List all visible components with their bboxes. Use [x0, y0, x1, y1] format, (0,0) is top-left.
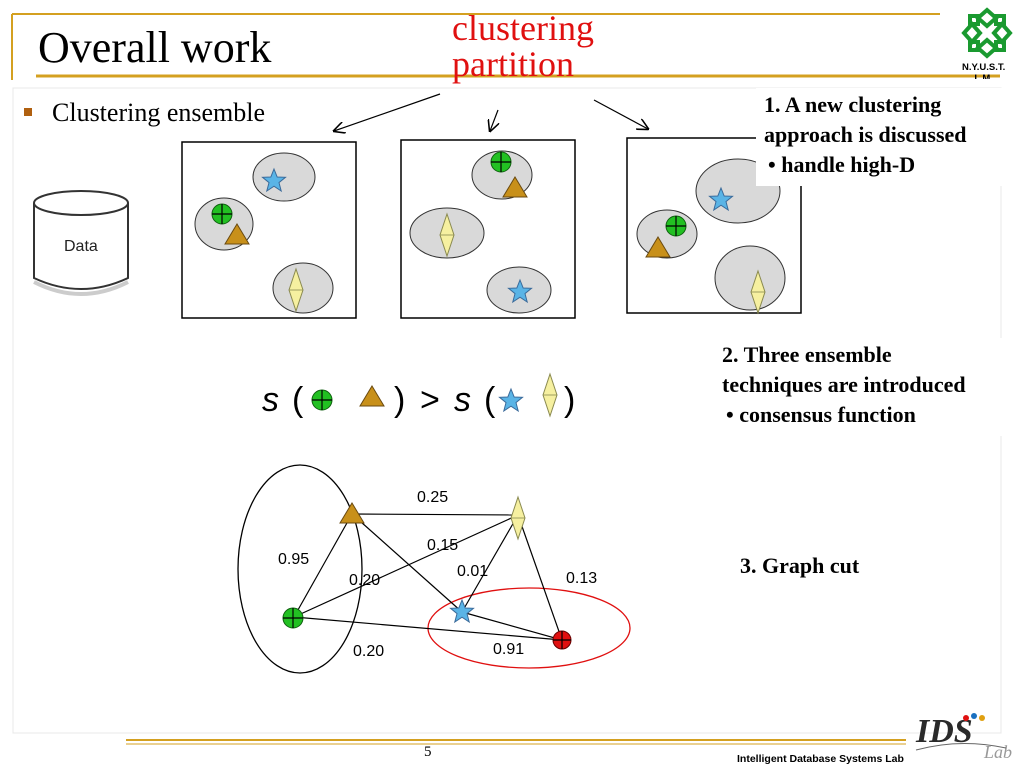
edge-weight-label: 0.91 — [493, 641, 524, 658]
note-ensemble-techniques: 2. Three ensemble techniques are introdu… — [714, 338, 1022, 436]
note2-line3: • consensus function — [726, 402, 916, 427]
partition-arrows — [334, 93, 648, 131]
university-logo-icon — [961, 7, 1013, 59]
edge-weight-label: 0.01 — [457, 563, 488, 580]
similarity-formula: s ( ) > s ( ) — [262, 373, 575, 419]
note1-line3: • handle high-D — [768, 152, 916, 177]
note2-line2: techniques are introduced — [722, 372, 966, 397]
note-graph-cut: 3. Graph cut — [740, 553, 860, 578]
bullet-square-icon — [24, 108, 32, 117]
bullet-clustering-ensemble: Clustering ensemble — [24, 98, 265, 128]
clustering-label-line2: partition — [452, 44, 574, 84]
svg-text:Lab: Lab — [983, 742, 1012, 762]
formula-open-2: ( — [484, 381, 496, 419]
note1-line1: 1. A new clustering — [764, 92, 942, 117]
note2-line1: 2. Three ensemble — [722, 342, 892, 367]
graph-cut-diagram — [237, 464, 631, 674]
edge-weight-label: 0.20 — [353, 643, 384, 660]
database-label: Data — [64, 238, 98, 255]
partition-box-2 — [400, 139, 576, 319]
formula-close-1: ) — [394, 381, 405, 419]
edge-weight-label: 0.13 — [566, 570, 597, 587]
edge-weight-label: 0.95 — [278, 551, 309, 568]
edge-weight-label: 0.25 — [417, 489, 448, 506]
note1-line2: approach is discussed — [764, 122, 967, 147]
formula-s-1: s — [262, 381, 279, 419]
university-logo-text: N.Y.U.S.T. I. M. — [962, 62, 1006, 79]
ids-lab-logo-icon: IDS Lab — [915, 713, 1012, 762]
formula-gt: > — [420, 381, 440, 419]
database-icon — [33, 190, 129, 296]
edge-weight-label: 0.15 — [427, 537, 458, 554]
formula-s-2: s — [454, 381, 471, 419]
partition-box-3 — [626, 137, 802, 314]
edge-weight-label: 0.20 — [349, 572, 380, 589]
clustering-label-line1: clustering — [452, 8, 594, 48]
slide-title: Overall work — [38, 23, 272, 72]
formula-close-2: ) — [564, 381, 575, 419]
partition-box-1 — [181, 141, 357, 319]
page-number: 5 — [424, 744, 432, 760]
formula-open-1: ( — [292, 381, 304, 419]
lab-name: Intelligent Database Systems Lab — [737, 753, 904, 765]
note-new-approach: 1. A new clustering approach is discusse… — [756, 88, 1020, 186]
clustering-partition-label: clustering partition — [452, 10, 594, 82]
bullet-text: Clustering ensemble — [52, 98, 266, 127]
edge-weights: 0.25 0.15 0.01 0.13 0.95 0.20 0.20 0.91 — [278, 489, 597, 660]
